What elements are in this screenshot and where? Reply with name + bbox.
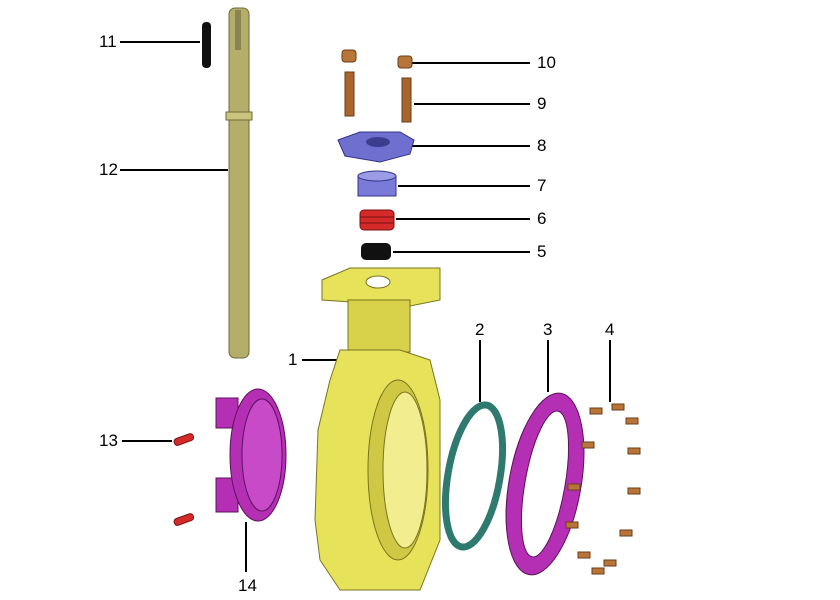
valve-body	[314, 267, 441, 591]
bolts	[565, 403, 641, 575]
valve-disc	[215, 388, 287, 522]
callout-13: 13	[99, 431, 118, 450]
callout-2: 2	[475, 320, 485, 339]
key-part	[202, 22, 211, 68]
callout-9: 9	[537, 94, 547, 113]
gland-bushing	[357, 170, 397, 197]
callout-14: 14	[238, 576, 257, 595]
callout-1: 1	[288, 350, 298, 369]
callout-7: 7	[537, 176, 547, 195]
leader-lines	[120, 41, 611, 572]
callout-4: 4	[605, 320, 615, 339]
callout-3: 3	[543, 320, 553, 339]
nuts-and-studs	[341, 49, 413, 123]
callout-6: 6	[537, 209, 547, 228]
gland-plate	[337, 131, 415, 163]
flange-ring	[505, 392, 585, 576]
callout-5: 5	[537, 242, 547, 261]
shaft-part	[225, 7, 253, 359]
seat-seal	[442, 401, 506, 551]
callout-11: 11	[99, 32, 117, 51]
packing-rings	[359, 209, 395, 231]
o-ring	[361, 243, 391, 260]
callout-8: 8	[537, 136, 547, 155]
pins	[173, 433, 195, 526]
callout-12: 12	[99, 160, 118, 179]
callout-10: 10	[537, 53, 556, 72]
